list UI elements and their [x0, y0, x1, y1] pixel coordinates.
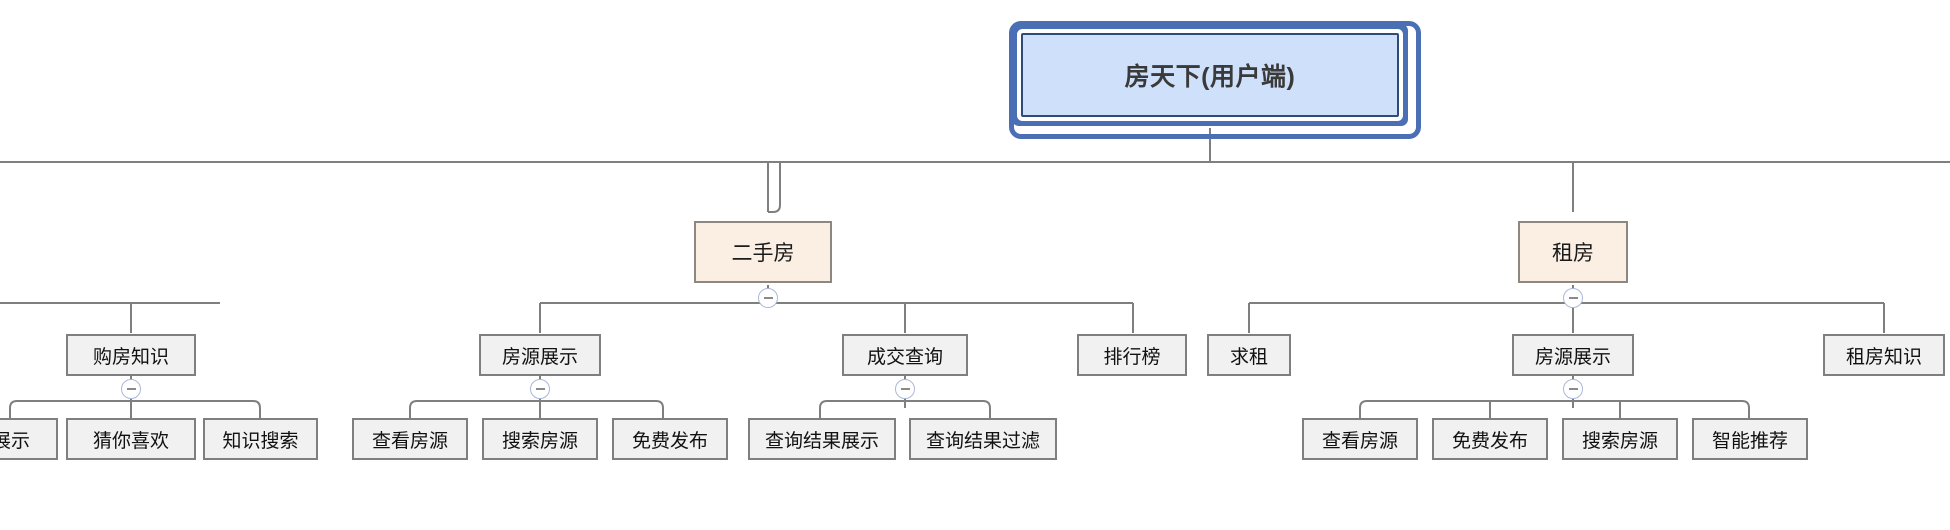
node-chengjiaochaxun[interactable]: 成交查询 — [842, 334, 968, 376]
toggle-zufang-fangyuanzhanshi[interactable] — [1563, 379, 1583, 399]
node-zufangzhishi[interactable]: 租房知识 — [1823, 334, 1945, 376]
node-qiuzu[interactable]: 求租 — [1207, 334, 1291, 376]
leaf-cainixihuan[interactable]: 猜你喜欢 — [66, 418, 196, 460]
toggle-zufang[interactable] — [1563, 288, 1583, 308]
node-zufang[interactable]: 租房 — [1518, 221, 1628, 283]
leaf-zufang-mianfeifabu[interactable]: 免费发布 — [1432, 418, 1548, 460]
minus-icon — [535, 388, 545, 390]
toggle-goufangzhishi[interactable] — [121, 379, 141, 399]
minus-icon — [126, 388, 136, 390]
minus-icon — [1568, 297, 1578, 299]
leaf-ershoufang-sousuofangyuan[interactable]: 搜索房源 — [482, 418, 598, 460]
root-node[interactable]: 房天下(用户端) — [1021, 33, 1399, 117]
root-node-halo — [1009, 21, 1421, 139]
node-goufangzhishi[interactable]: 购房知识 — [66, 334, 196, 376]
leaf-zufang-zhinengtuijian[interactable]: 智能推荐 — [1692, 418, 1808, 460]
node-ershoufang[interactable]: 二手房 — [694, 221, 832, 283]
leaf-ershoufang-chakanfangyuan[interactable]: 查看房源 — [352, 418, 468, 460]
leaf-chaxunjieguoguolv[interactable]: 查询结果过滤 — [909, 418, 1057, 460]
leaf-zhishisousuo[interactable]: 知识搜索 — [203, 418, 318, 460]
toggle-ershoufang-fangyuanzhanshi[interactable] — [530, 379, 550, 399]
node-ershoufang-fangyuanzhanshi[interactable]: 房源展示 — [479, 334, 601, 376]
minus-icon — [1568, 388, 1578, 390]
leaf-zufang-sousuofangyuan[interactable]: 搜索房源 — [1562, 418, 1678, 460]
leaf-chaxunjieguozhanshi[interactable]: 查询结果展示 — [748, 418, 896, 460]
leaf-zhanshi[interactable]: 展示 — [0, 418, 58, 460]
leaf-zufang-chakanfangyuan[interactable]: 查看房源 — [1302, 418, 1418, 460]
toggle-ershoufang[interactable] — [758, 288, 778, 308]
toggle-chengjiaochaxun[interactable] — [895, 379, 915, 399]
minus-icon — [763, 297, 773, 299]
node-paihangbang[interactable]: 排行榜 — [1077, 334, 1187, 376]
minus-icon — [900, 388, 910, 390]
leaf-ershoufang-mianfeifabu[interactable]: 免费发布 — [612, 418, 728, 460]
node-zufang-fangyuanzhanshi[interactable]: 房源展示 — [1512, 334, 1634, 376]
